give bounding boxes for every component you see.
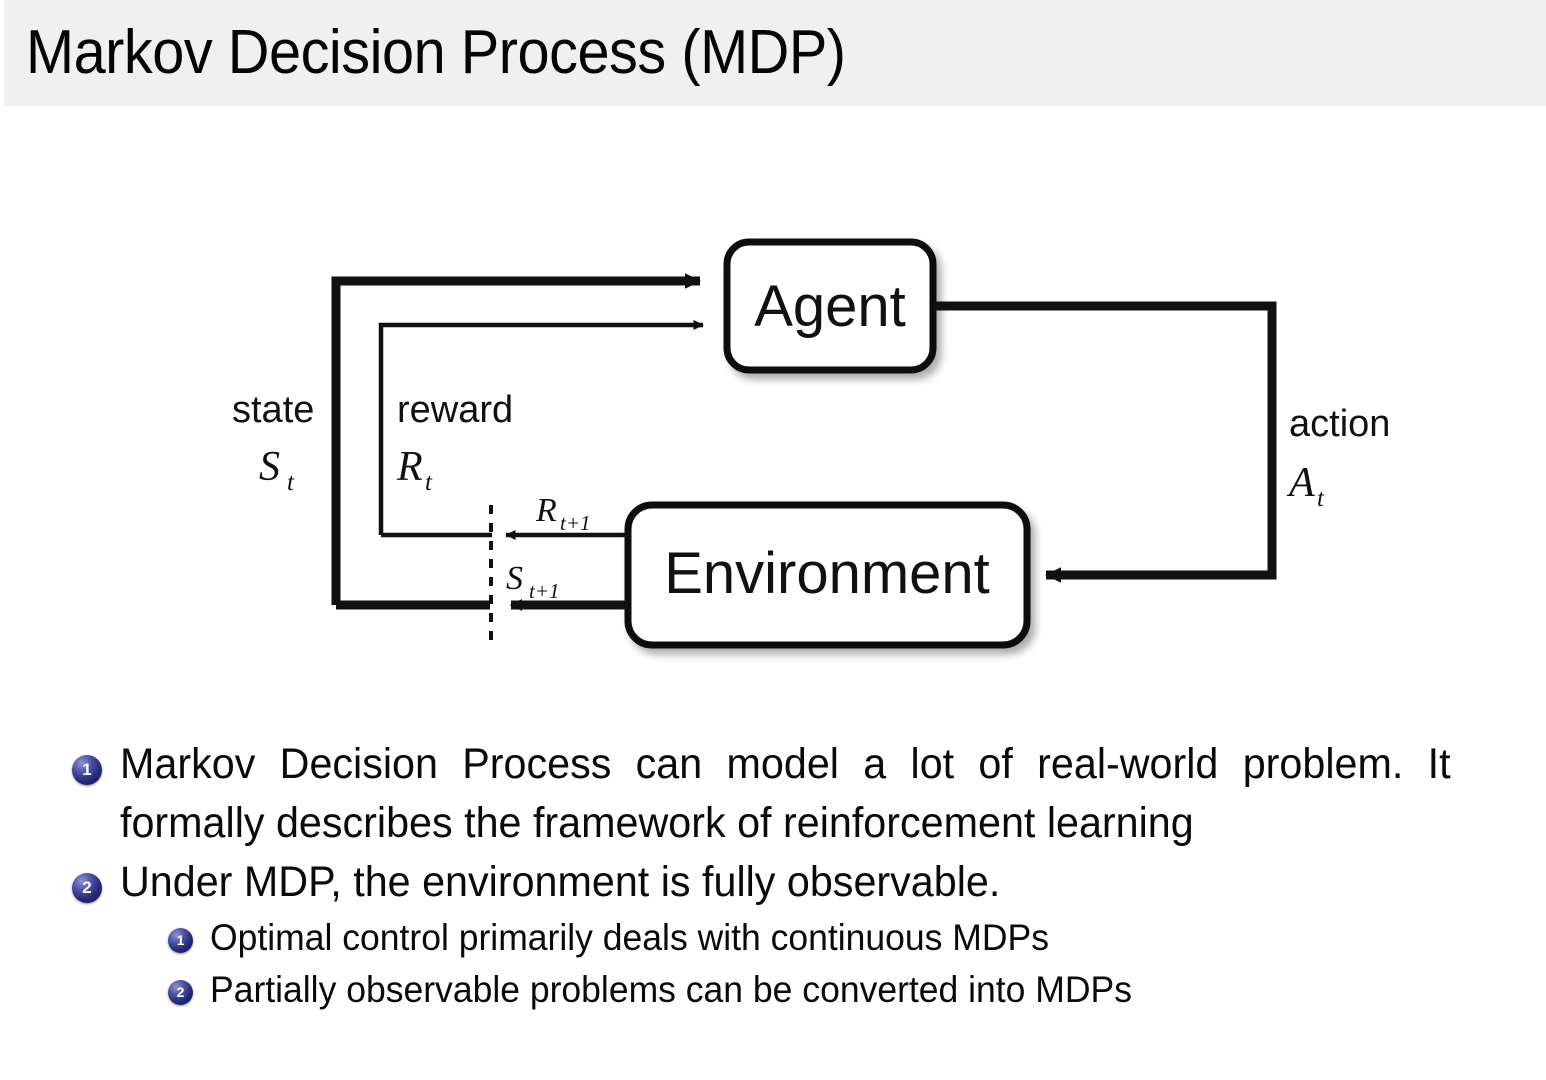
agent-box-label: Agent: [754, 274, 906, 339]
agent-box: Agent: [723, 238, 937, 374]
action-subscript: t: [1317, 485, 1325, 512]
reward-word: reward: [397, 389, 513, 431]
sub-bullet-item-2: 2 Partially observable problems can be c…: [0, 964, 1546, 1016]
state-label: state S t: [232, 389, 314, 496]
state-symbol: S: [259, 444, 280, 490]
bullet-text: Under MDP, the environment is fully obse…: [120, 858, 1001, 906]
agent-environment-loop-diagram: Agent Environment R t+1 S t+1 state S: [0, 116, 1546, 716]
next-reward-subscript: t+1: [560, 511, 591, 535]
bullet-number-badge: 1: [168, 928, 193, 953]
next-reward-arrow: R t+1: [505, 492, 628, 540]
bullet-text: Markov Decision Process can model a lot …: [120, 740, 1451, 847]
bullet-list: 1 Markov Decision Process can model a lo…: [0, 735, 1546, 1016]
sub-bullet-item-1: 1 Optimal control primarily deals with c…: [0, 912, 1546, 964]
bullet-number-badge: 2: [168, 980, 193, 1005]
slide-header-bar: [4, 0, 1546, 106]
bullet-text: Optimal control primarily deals with con…: [210, 917, 1049, 958]
bullet-number-badge: 2: [72, 873, 102, 903]
next-state-arrow: S t+1: [506, 560, 628, 611]
environment-box: Environment: [624, 501, 1031, 649]
bullet-number-badge: 1: [72, 755, 102, 785]
reward-symbol: R: [396, 444, 423, 490]
state-word: state: [232, 389, 314, 431]
next-state-symbol: S: [506, 560, 523, 597]
bullet-item-2: 2 Under MDP, the environment is fully ob…: [0, 853, 1546, 912]
action-word: action: [1289, 403, 1390, 445]
next-reward-symbol: R: [535, 492, 557, 529]
header-left-edge: [0, 0, 4, 106]
action-path: [933, 301, 1277, 583]
bullet-item-1: 1 Markov Decision Process can model a lo…: [0, 735, 1546, 853]
state-subscript: t: [287, 469, 295, 496]
page-title: Markov Decision Process (MDP): [26, 18, 846, 87]
environment-box-label: Environment: [664, 541, 990, 606]
reward-label: reward R t: [396, 389, 513, 496]
reward-feedback-path: [378, 320, 704, 538]
state-feedback-path: [331, 273, 701, 610]
reward-subscript: t: [425, 469, 433, 496]
next-state-subscript: t+1: [529, 579, 560, 603]
bullet-text: Partially observable problems can be con…: [210, 969, 1133, 1010]
action-symbol: A: [1286, 460, 1315, 506]
action-label: action A t: [1286, 403, 1390, 512]
